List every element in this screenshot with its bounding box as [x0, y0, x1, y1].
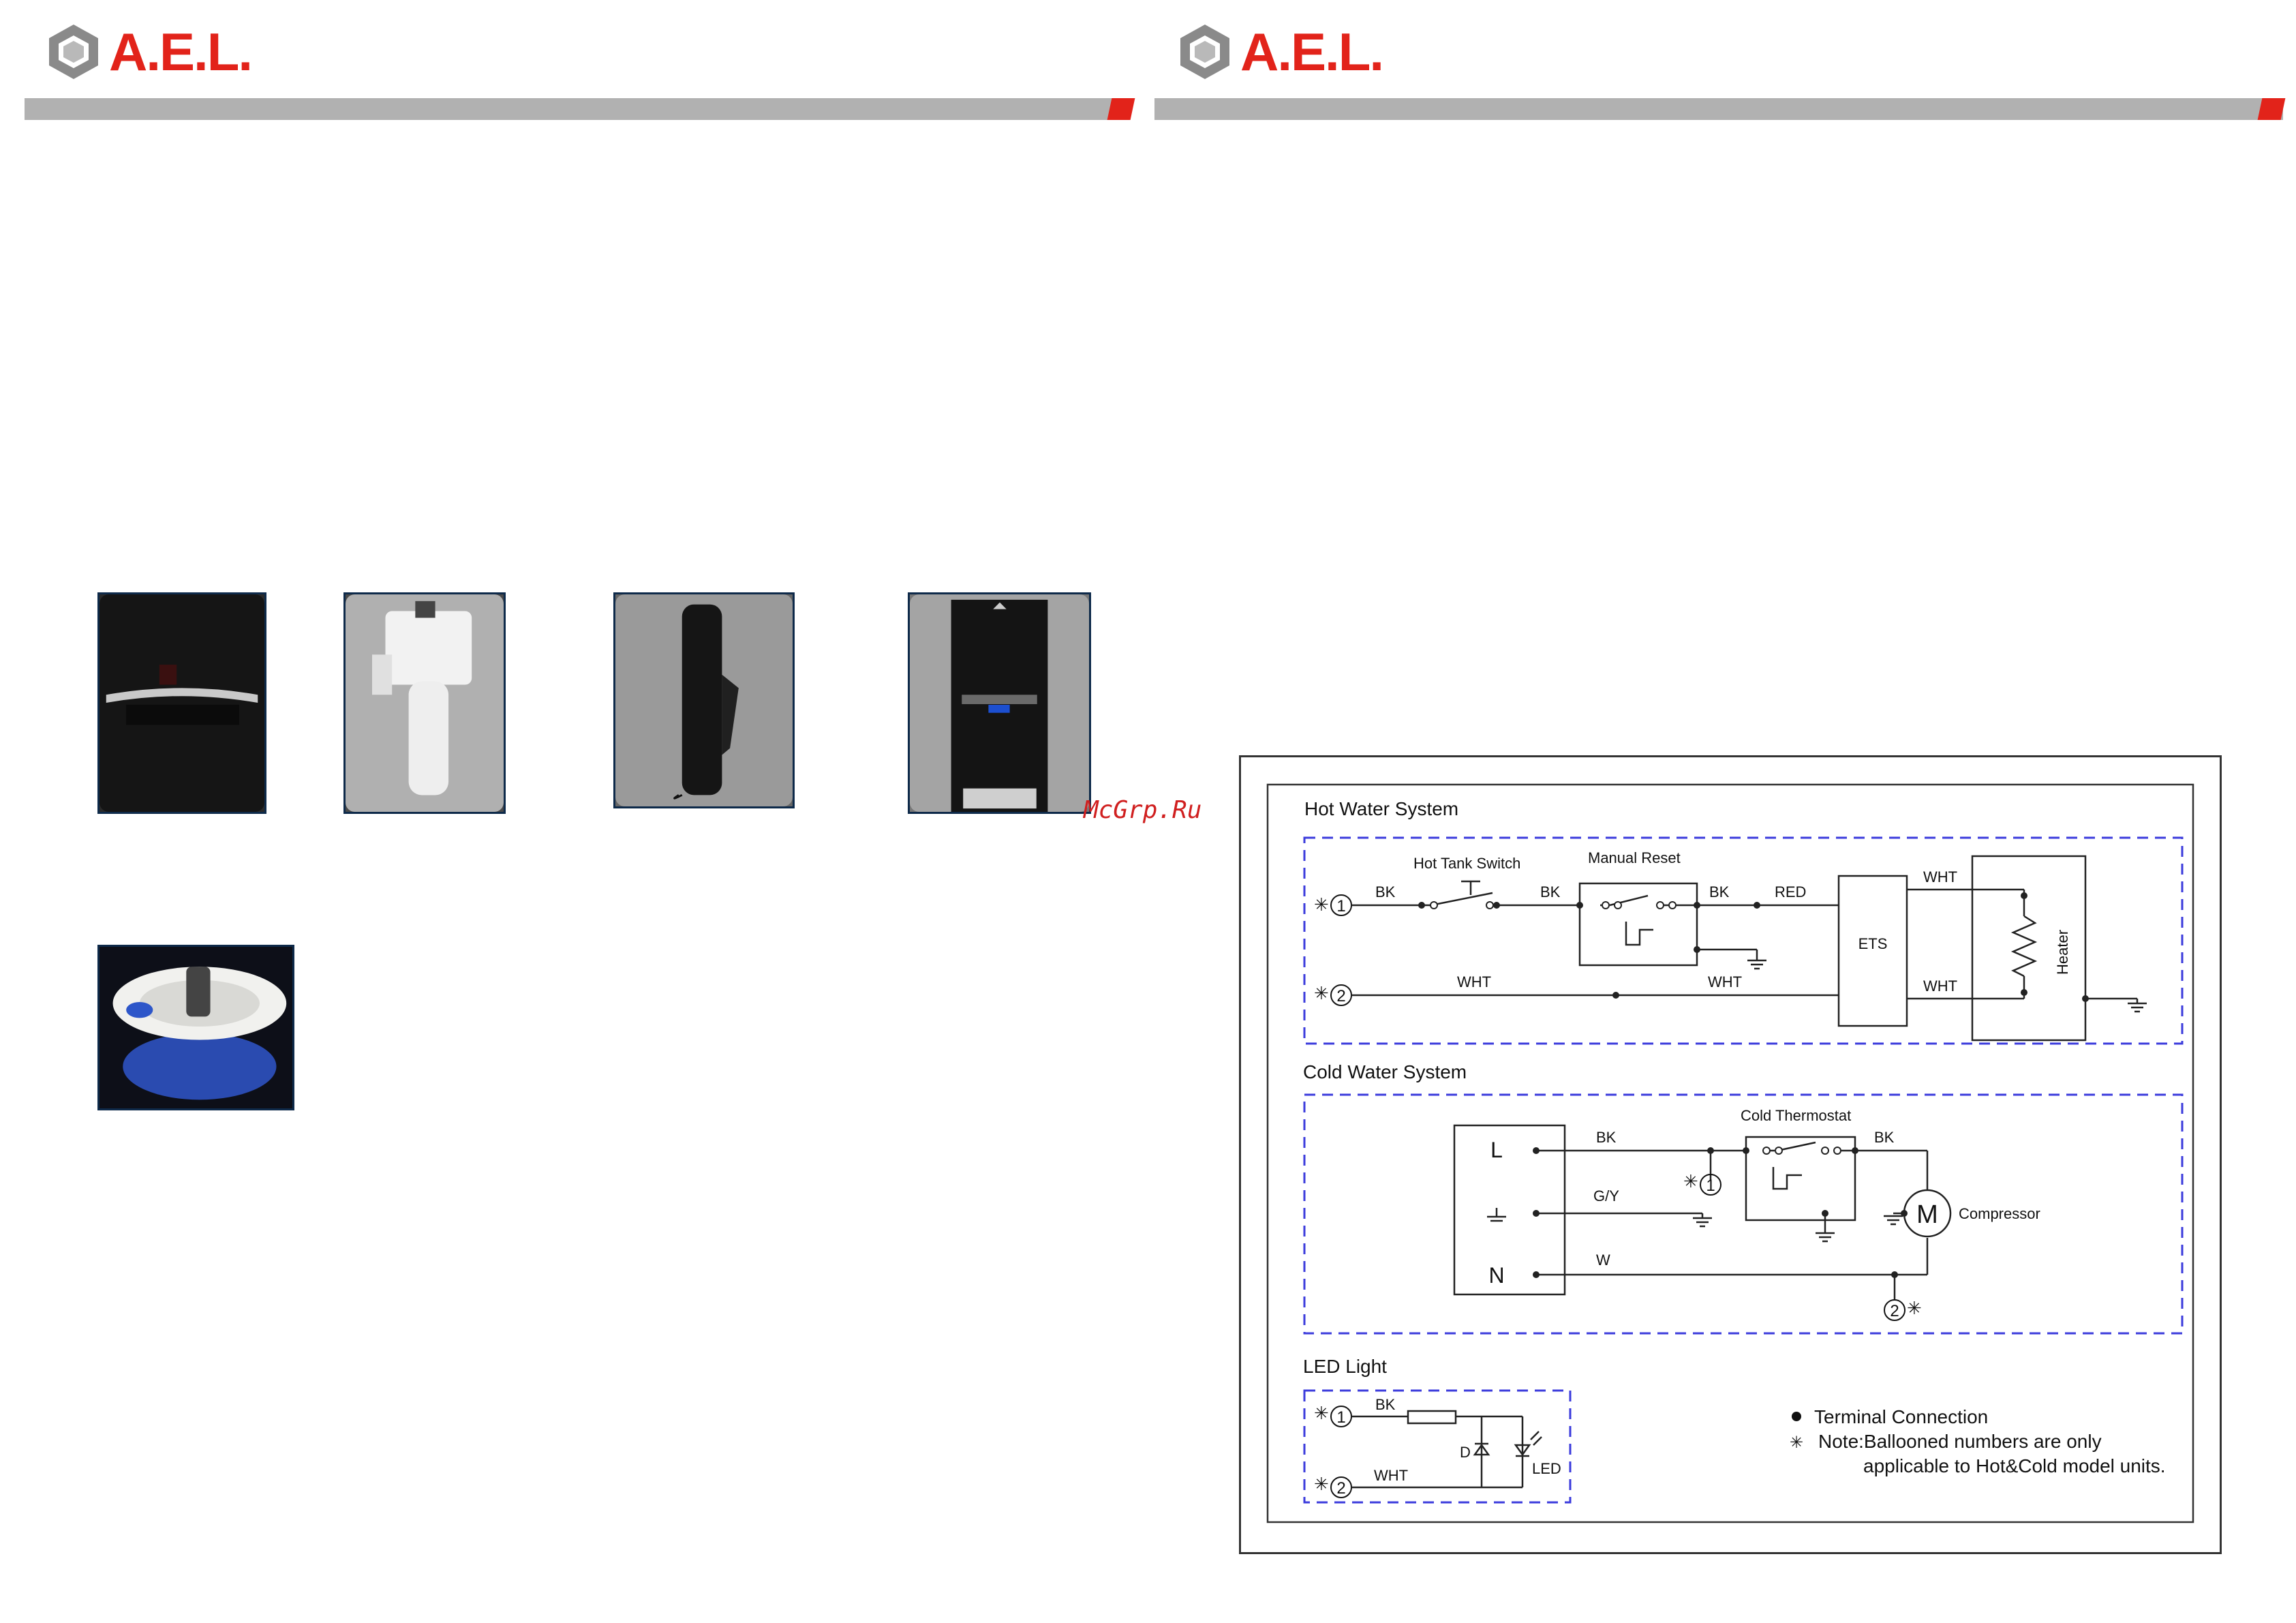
header-accent	[1107, 98, 1135, 120]
header-accent	[2257, 98, 2286, 120]
wire-label-wht: WHT	[1923, 977, 1957, 995]
cold-system-frame	[1303, 1093, 2184, 1335]
wire-label-wht: WHT	[1923, 868, 1957, 885]
watermark-text: McGrp.Ru	[1084, 796, 1202, 824]
svg-text:1: 1	[1336, 897, 1345, 915]
label-hot-tank-switch: Hot Tank Switch	[1413, 855, 1520, 872]
brand-logo-left: A.E.L.	[45, 22, 253, 82]
ground-icon	[1884, 1215, 1903, 1226]
wire-label-gy: G/Y	[1593, 1187, 1619, 1204]
wire-label-w: W	[1596, 1252, 1610, 1269]
ground-icon	[1693, 1213, 1712, 1228]
wire-label-wht: WHT	[1457, 973, 1491, 990]
legend-note-line1: Note:Ballooned numbers are only	[1818, 1431, 2102, 1452]
cold-balloon-1: ✳ 1	[1683, 1171, 1721, 1196]
led-balloon-1: ✳ 1	[1314, 1403, 1352, 1427]
ground-icon	[1816, 1232, 1835, 1243]
legend-note-line2: applicable to Hot&Cold model units.	[1863, 1455, 2166, 1476]
svg-text:2: 2	[1336, 1479, 1345, 1498]
label-compressor: Compressor	[1959, 1205, 2040, 1222]
svg-text:1: 1	[1706, 1177, 1715, 1195]
svg-text:✳: ✳	[1314, 1474, 1329, 1494]
cold-water-title: Cold Water System	[1303, 1061, 1467, 1082]
ground-icon	[1747, 959, 1766, 970]
svg-text:1: 1	[1336, 1408, 1345, 1427]
svg-text:✳: ✳	[1314, 894, 1329, 915]
wire-label-wht: WHT	[1708, 973, 1742, 990]
photo-tank-lid	[97, 945, 294, 1110]
hot-system-frame	[1303, 836, 2184, 1045]
photo-drip-tray	[97, 592, 266, 814]
svg-text:M: M	[1916, 1200, 1938, 1229]
header-bar-right	[1154, 98, 2286, 120]
label-led: LED	[1532, 1460, 1561, 1477]
ground-icon	[2128, 999, 2147, 1013]
svg-text:✳: ✳	[1314, 1403, 1329, 1423]
led-light-title: LED Light	[1303, 1356, 1387, 1377]
hot-balloon-2: ✳ 2	[1314, 983, 1352, 1006]
label-diode: D	[1460, 1444, 1471, 1461]
legend-terminal: Terminal Connection	[1814, 1406, 1988, 1427]
ground-icon	[1487, 1208, 1506, 1222]
svg-text:✳: ✳	[1907, 1298, 1922, 1318]
wire-label-bk: BK	[1874, 1129, 1895, 1146]
wire-label-bk: BK	[1375, 883, 1396, 900]
led-system-frame	[1303, 1389, 1572, 1504]
wire-label-bk: BK	[1540, 883, 1561, 900]
terminal-l: L	[1490, 1138, 1503, 1162]
label-cold-thermostat: Cold Thermostat	[1741, 1107, 1851, 1124]
wiring-diagram: Hot Water System ✳ 1 ✳ 2	[1239, 755, 2222, 1554]
terminal-n: N	[1488, 1263, 1504, 1288]
svg-text:✳: ✳	[1314, 983, 1329, 1003]
legend-asterisk: ✳	[1790, 1434, 1803, 1452]
svg-text:2: 2	[1890, 1302, 1899, 1320]
photo-dispenser-front	[908, 592, 1091, 814]
wire-label-wht: WHT	[1374, 1467, 1408, 1484]
label-heater: Heater	[2054, 930, 2071, 975]
wire-label-bk: BK	[1596, 1129, 1617, 1146]
logo-text: A.E.L.	[1240, 22, 1384, 82]
wire-label-bk: BK	[1375, 1396, 1396, 1413]
led-balloon-2: ✳ 2	[1314, 1474, 1352, 1498]
cold-balloon-2: 2 ✳	[1884, 1298, 1922, 1321]
wire-label-bk: BK	[1709, 883, 1730, 900]
svg-text:2: 2	[1336, 987, 1345, 1005]
label-manual-reset: Manual Reset	[1588, 849, 1681, 866]
header-bar-left	[25, 98, 1135, 120]
brand-logo-right: A.E.L.	[1176, 22, 1384, 82]
hot-water-title: Hot Water System	[1304, 798, 1458, 819]
photo-hot-tank	[343, 592, 506, 814]
hexagon-logo-icon	[49, 25, 98, 79]
logo-text: A.E.L.	[109, 22, 253, 82]
wire-label-red: RED	[1775, 883, 1806, 900]
svg-text:✳: ✳	[1683, 1171, 1698, 1192]
hot-balloon-1: ✳ 1	[1314, 894, 1352, 916]
terminal-dot-icon	[1792, 1412, 1801, 1421]
hexagon-logo-icon	[1180, 25, 1229, 79]
photo-column	[613, 592, 795, 808]
label-ets: ETS	[1858, 935, 1888, 952]
